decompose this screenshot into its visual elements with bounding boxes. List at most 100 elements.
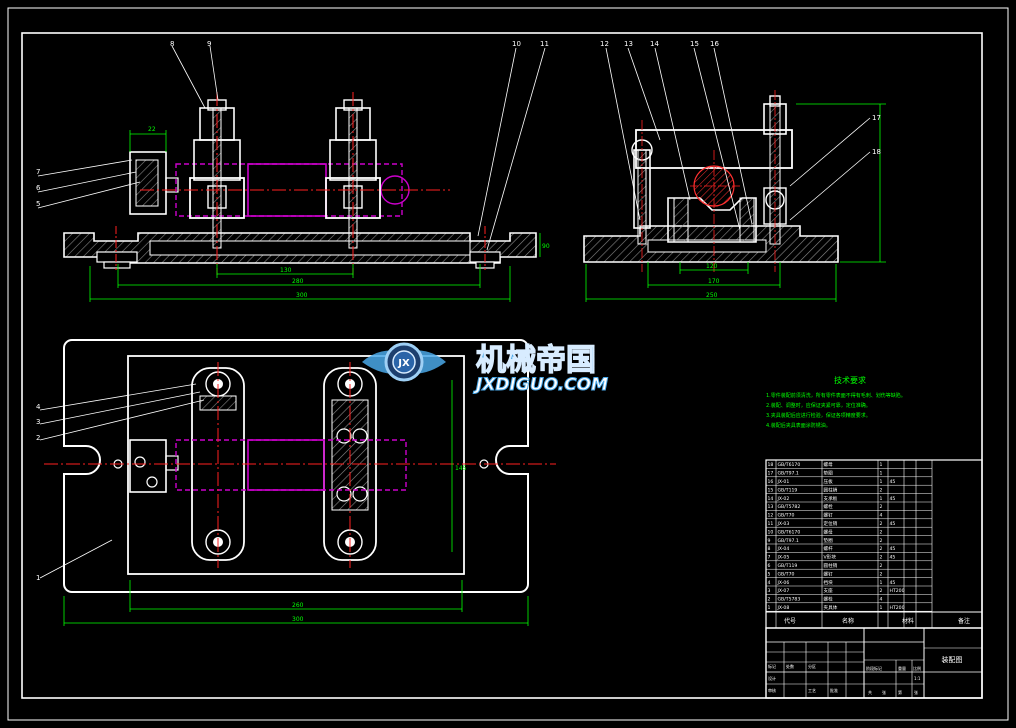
balloon-14: 14 [650, 40, 659, 48]
bom-cell: 垫圈 [824, 470, 834, 477]
tb-label-design: 设计 [768, 675, 776, 681]
watermark-brand-cn: 机械帝国 [476, 343, 596, 378]
side-dim-120: 120 [706, 263, 718, 270]
bom-cell: JX-02 [777, 496, 790, 502]
bom-header-cell: 代号 [784, 617, 796, 625]
bom-cell: JX-07 [777, 588, 790, 594]
watermark-logo: JX 机械帝国 JXDIGUO.COM [362, 342, 609, 396]
balloon-16: 16 [710, 40, 719, 48]
bom-header-cell: 材料 [902, 617, 914, 625]
balloon-13: 13 [624, 40, 633, 48]
bom-cell: 2 [880, 563, 883, 569]
bom-cell: 垫圈 [824, 537, 834, 544]
tb-label-count: 处数 [786, 663, 794, 669]
bom-cell: 6 [768, 563, 771, 569]
bom-cell: GB/T97.1 [778, 471, 799, 477]
bom-cell: 1 [880, 605, 883, 611]
top-dim-145: 145 [455, 465, 467, 472]
front-dim-130: 130 [280, 267, 292, 274]
tb-sheet-total: 共 [868, 689, 872, 695]
side-dim-170: 170 [708, 278, 720, 285]
bom-cell: 5 [768, 571, 771, 577]
bom-cell: 9 [768, 538, 771, 544]
balloon-7: 7 [36, 168, 40, 176]
bom-cell: 45 [890, 580, 896, 586]
tb-label-zone: 分区 [808, 663, 816, 669]
tb-label-approve: 批准 [830, 687, 838, 693]
bom-cell: 3 [768, 588, 771, 594]
tb-stage-label: 阶段标记 [866, 665, 882, 671]
bom-cell: JX-06 [777, 580, 790, 586]
bom-cell: 2 [880, 521, 883, 527]
bom-cell: GB/T5783 [778, 597, 801, 603]
bom-cell: HT200 [890, 605, 905, 611]
bom-cell: 螺钉 [824, 512, 834, 519]
bom-cell: 螺杆 [824, 545, 834, 552]
tb-label-process: 工艺 [808, 688, 816, 693]
bom-cell: JX-04 [777, 546, 790, 552]
balloon-5: 5 [36, 200, 40, 208]
front-view: 22 130 280 300 90 8 9 10 11 7 6 5 [36, 40, 550, 302]
bom-cell: HT200 [890, 588, 905, 594]
tb-sheet-no: 第 [898, 689, 902, 695]
balloon-18: 18 [872, 148, 881, 156]
bom-cell: JX-01 [777, 479, 790, 485]
bom-cell: 45 [890, 496, 896, 502]
side-view: 120 170 250 12 13 14 15 16 17 18 [583, 40, 886, 302]
bom-cell: 1 [880, 471, 883, 477]
balloon-3: 3 [36, 418, 40, 426]
balloon-8: 8 [170, 40, 174, 48]
front-dim-22: 22 [148, 126, 156, 133]
balloon-11: 11 [540, 40, 549, 48]
bom-cell: 1 [880, 496, 883, 502]
bom-cell: 11 [768, 521, 774, 527]
bom-cell: 压板 [824, 478, 834, 485]
tb-scale-value: 1:1 [914, 676, 921, 681]
bom-header-cell: 名称 [842, 617, 854, 625]
drawing-name: 装配图 [942, 655, 963, 664]
bom-cell: 7 [768, 555, 771, 561]
outer-border [7, 7, 1009, 721]
bom-cell: 支座 [824, 587, 834, 594]
bom-cell: 夹具体 [824, 604, 838, 611]
bom-cell: 1 [768, 605, 771, 611]
bom-cell: 圆柱销 [824, 562, 838, 569]
bom-cell: 2 [880, 546, 883, 552]
bom-cell: 4 [768, 580, 771, 586]
bom-cell: JX-05 [777, 555, 790, 561]
bom-cell: 45 [890, 555, 896, 561]
bom-cell: 17 [768, 471, 774, 477]
bom-cell: 4 [880, 513, 883, 519]
bom-cell: 8 [768, 546, 771, 552]
bom-cell: GB/T70 [778, 513, 795, 519]
front-dim-280: 280 [292, 278, 304, 285]
tech-requirements: 技术要求 1.零件装配前须清洗，所有零件表面不得有毛刺、划伤等缺陷。 2.装配、… [766, 375, 906, 429]
bom-cell: GB/T6170 [778, 462, 801, 468]
bom-cell: 定位销 [824, 520, 838, 527]
bom-cell: 45 [890, 479, 896, 485]
bom-cell: 螺母 [824, 461, 834, 468]
bom-cell: 2 [880, 571, 883, 577]
bom-cell: 2 [880, 538, 883, 544]
bom-cell: 4 [880, 597, 883, 603]
bom-cell: GB/T119 [778, 487, 798, 493]
tb-label-review: 审核 [768, 687, 776, 693]
tech-line-3: 3.夹具装配后应进行检验，保证各项精度要求。 [766, 412, 871, 419]
balloon-17: 17 [872, 114, 881, 122]
bom-cell: 45 [890, 521, 896, 527]
bom-cell: 2 [880, 555, 883, 561]
bom-cell: 螺栓 [824, 503, 834, 510]
bom-cell: GB/T97.1 [778, 538, 799, 544]
balloon-12: 12 [600, 40, 609, 48]
bom-cell: 12 [768, 513, 774, 519]
top-view: 260 300 145 1 4 3 2 [36, 339, 556, 626]
bom-cell: 13 [768, 504, 774, 510]
tech-line-2: 2.装配、调整时，应保证夹紧可靠，定位准确。 [766, 402, 871, 409]
bom-cell: 1 [880, 580, 883, 586]
top-dim-260: 260 [292, 602, 304, 609]
bom-cell: 18 [768, 462, 774, 468]
balloon-9: 9 [207, 40, 211, 48]
watermark-logo-letters: JX [397, 358, 410, 369]
